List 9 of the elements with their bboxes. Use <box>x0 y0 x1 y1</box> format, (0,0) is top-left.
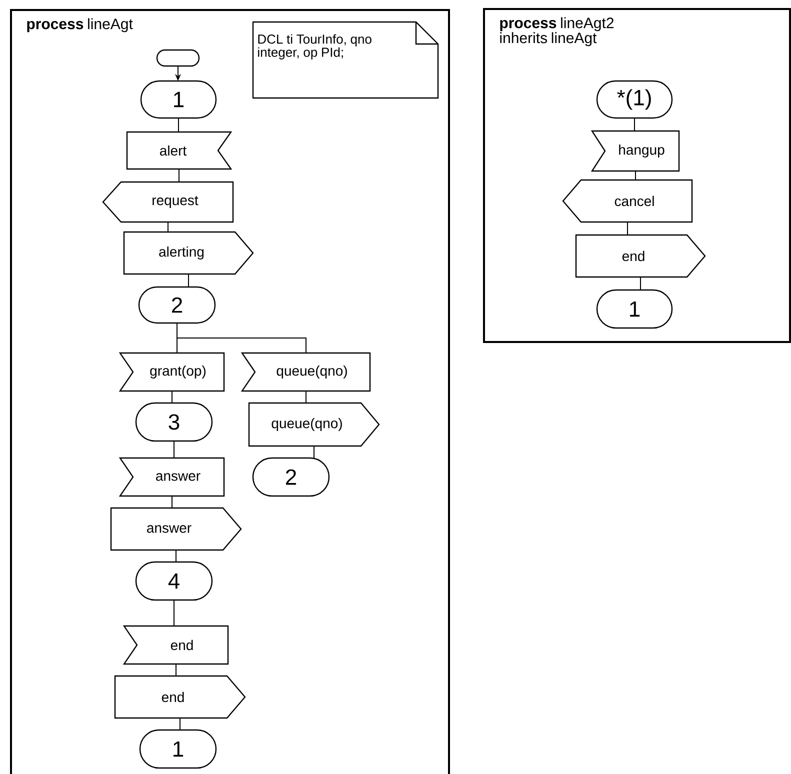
connector <box>178 168 180 182</box>
connector <box>635 170 636 180</box>
start-symbol <box>156 49 200 67</box>
connector <box>178 118 179 132</box>
connector <box>634 118 635 132</box>
connector <box>188 274 189 288</box>
connector <box>640 276 641 290</box>
connector <box>176 322 306 354</box>
connector <box>627 222 628 236</box>
